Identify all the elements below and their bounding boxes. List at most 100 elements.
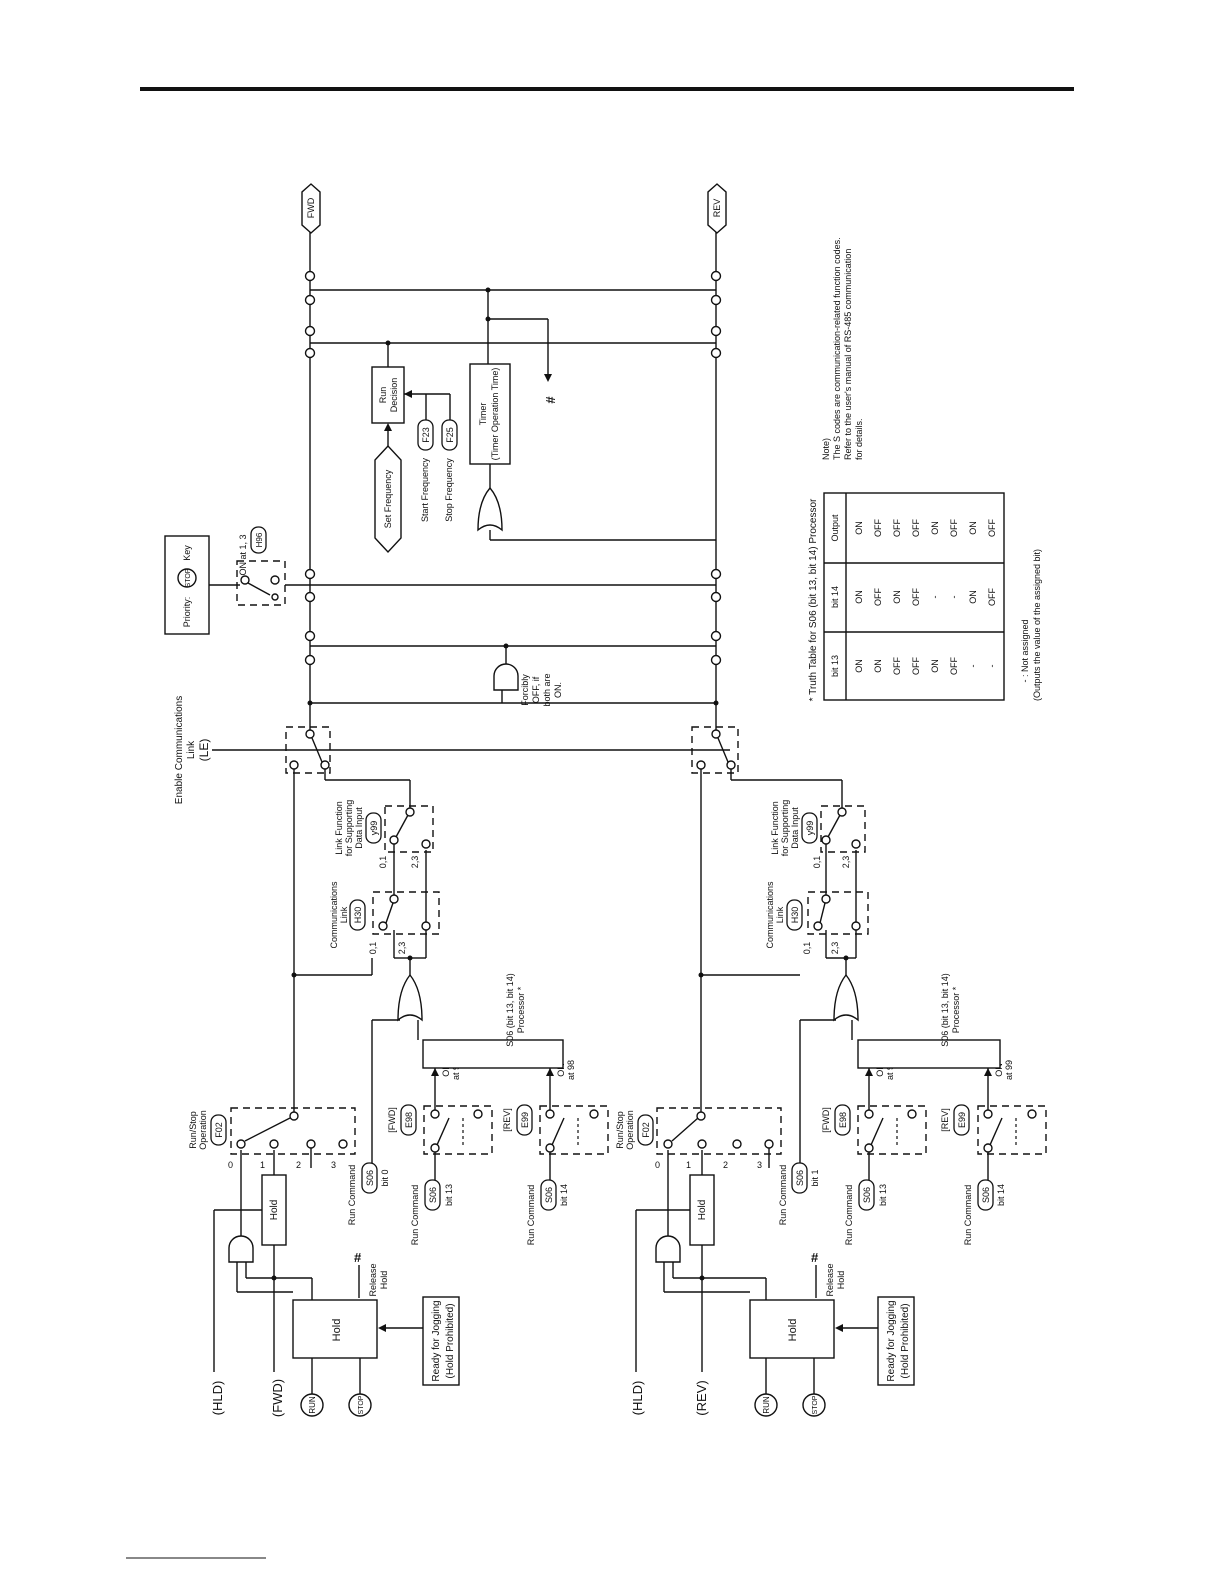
fwd-input-label: (FWD): [270, 1379, 285, 1417]
f02-pill-fwd: [210, 1114, 227, 1146]
forcibly-off-gate: [493, 663, 519, 691]
processor-box-fwd: [422, 1039, 564, 1069]
note-block: Note) The S codes are communication-rela…: [821, 237, 864, 460]
e99-rev-code: E99: [957, 1112, 967, 1128]
run-command-bit14: Run Command: [526, 1185, 536, 1246]
jog-line2: (Hold Prohibited): [445, 1303, 456, 1378]
on-99-a: ON: [875, 1063, 885, 1077]
hold-latch-label: Hold: [331, 1319, 343, 1342]
release-hold-label: Hold: [379, 1271, 389, 1290]
hold-latch-fwd: [292, 1299, 378, 1359]
link-fn-rev-3: Data Input: [790, 807, 800, 849]
run-decision-block: [371, 366, 405, 424]
run-key-rev-label: RUN: [762, 1396, 771, 1414]
y99-rev-code: y99: [805, 821, 815, 836]
tt-cell: OFF: [987, 519, 997, 537]
forcibly-label-3: both are: [542, 673, 552, 706]
enable-comm-label-2: Link: [186, 740, 197, 759]
stop-frequency-label: Stop Frequency: [444, 458, 454, 522]
h30-rev-sel23: 2,3: [830, 942, 840, 955]
s06-rev-bit14: S06: [981, 1187, 991, 1203]
s06-rev-bit13: S06: [862, 1187, 872, 1203]
on-98-a: ON: [441, 1063, 451, 1077]
tt-footnote-1: - : Not assigned: [1020, 619, 1030, 682]
rev-section: (HLD) (REV) RUN STOP Hold Ready for Jogg…: [615, 703, 1047, 1417]
release-hash-rev: #: [811, 1250, 819, 1265]
timer-label-2: (Timer Operation Time): [490, 368, 500, 461]
run-decision-label-2: Decision: [389, 378, 399, 413]
y99-sel23: 2,3: [410, 856, 420, 869]
tt-cell: OFF: [892, 657, 902, 675]
forcibly-label-4: ON.: [553, 682, 563, 698]
h30-sel23: 2,3: [397, 942, 407, 955]
f25-code: F25: [445, 427, 455, 443]
forcibly-label-1: Forcibly: [520, 674, 530, 706]
tt-cell: OFF: [911, 519, 921, 537]
link-fn-label-3: Data Input: [354, 807, 364, 849]
f23-code: F23: [421, 427, 431, 443]
processor-label-2: Processor *: [516, 986, 526, 1033]
tt-cell: ON: [854, 521, 864, 535]
rev-output-label: REV: [712, 199, 722, 218]
h30-switch-frame: [372, 891, 440, 935]
rev-output-terminal: [707, 183, 727, 234]
hld-label-fwd: (HLD): [210, 1381, 225, 1416]
bit0-label: bit 0: [380, 1169, 390, 1186]
fwd-bracket-rev: [FWD]: [821, 1107, 831, 1133]
run-stop-label-2: Operation: [198, 1110, 208, 1150]
run-stop-rev-2: Operation: [625, 1110, 635, 1150]
tt-cell: OFF: [911, 657, 921, 675]
e98-switch-frame: [423, 1105, 493, 1155]
stop-key-rev-label: STOP: [812, 1395, 819, 1414]
or-gate-fwd: [397, 973, 423, 1022]
h30-sel01: 0,1: [368, 942, 378, 955]
set-frequency-block: [374, 444, 402, 554]
bit1-label: bit 1: [810, 1169, 820, 1186]
f02-switch-frame-rev: [656, 1107, 782, 1155]
processor-label-1: S06 (bit 13, bit 14): [505, 973, 515, 1047]
tt-cell: ON: [968, 521, 978, 535]
at99-b: at 99: [1004, 1060, 1014, 1080]
f02-rev-pos-0: 0: [655, 1160, 660, 1170]
set-frequency-label: Set Frequency: [383, 469, 393, 528]
tt-cell: ON: [854, 590, 864, 604]
timer-label-1: Timer: [478, 403, 488, 426]
tt-cell: ON: [968, 590, 978, 604]
forcibly-label-2: OFF, if: [531, 676, 541, 703]
on-98-b: ON: [556, 1063, 566, 1077]
tt-cell: ON: [892, 590, 902, 604]
tt-cell: OFF: [873, 588, 883, 606]
tt-header-bit14: bit 14: [830, 586, 840, 608]
link-fn-rev-1: Link Function: [770, 801, 780, 855]
bit14-label: bit 14: [559, 1184, 569, 1206]
s06-bit14: S06: [544, 1187, 554, 1203]
hold-block-rev: [689, 1174, 715, 1246]
comm-link-label-2: Link: [339, 906, 349, 923]
and-gate-fwd: [228, 1235, 254, 1263]
priority-label: Priority:: [182, 597, 192, 628]
note-line-4: for details.: [854, 418, 864, 460]
jog-line1: Ready for Jogging: [431, 1300, 442, 1381]
hold-block-label: Hold: [269, 1200, 280, 1221]
priority-stop-word: STOP: [185, 568, 192, 587]
e99-switch-frame-rev: [977, 1105, 1047, 1155]
rev-bracket-rev: [REV]: [940, 1108, 950, 1132]
tt-cell: -: [949, 596, 959, 599]
tt-cell: -: [987, 665, 997, 668]
tt-cell: -: [930, 596, 940, 599]
h30-rev-code: H30: [790, 907, 800, 924]
f02-rev-pos-2: 2: [723, 1160, 728, 1170]
y99-switch-frame: [384, 805, 434, 853]
f02-rev-pos-1: 1: [686, 1160, 691, 1170]
h30-code: H30: [353, 907, 363, 924]
run-command-rev-bit1: Run Command: [778, 1165, 788, 1226]
timer-block: [469, 363, 511, 465]
jogging-box-fwd: [422, 1296, 460, 1386]
enable-comm-label-1: Enable Communications: [174, 696, 185, 804]
e98-code: E98: [404, 1112, 414, 1128]
on-99-b: ON: [994, 1063, 1004, 1077]
tt-cell: ON: [930, 521, 940, 535]
h30-switch-frame-rev: [807, 891, 869, 935]
e98-switch-frame-rev: [857, 1105, 927, 1155]
